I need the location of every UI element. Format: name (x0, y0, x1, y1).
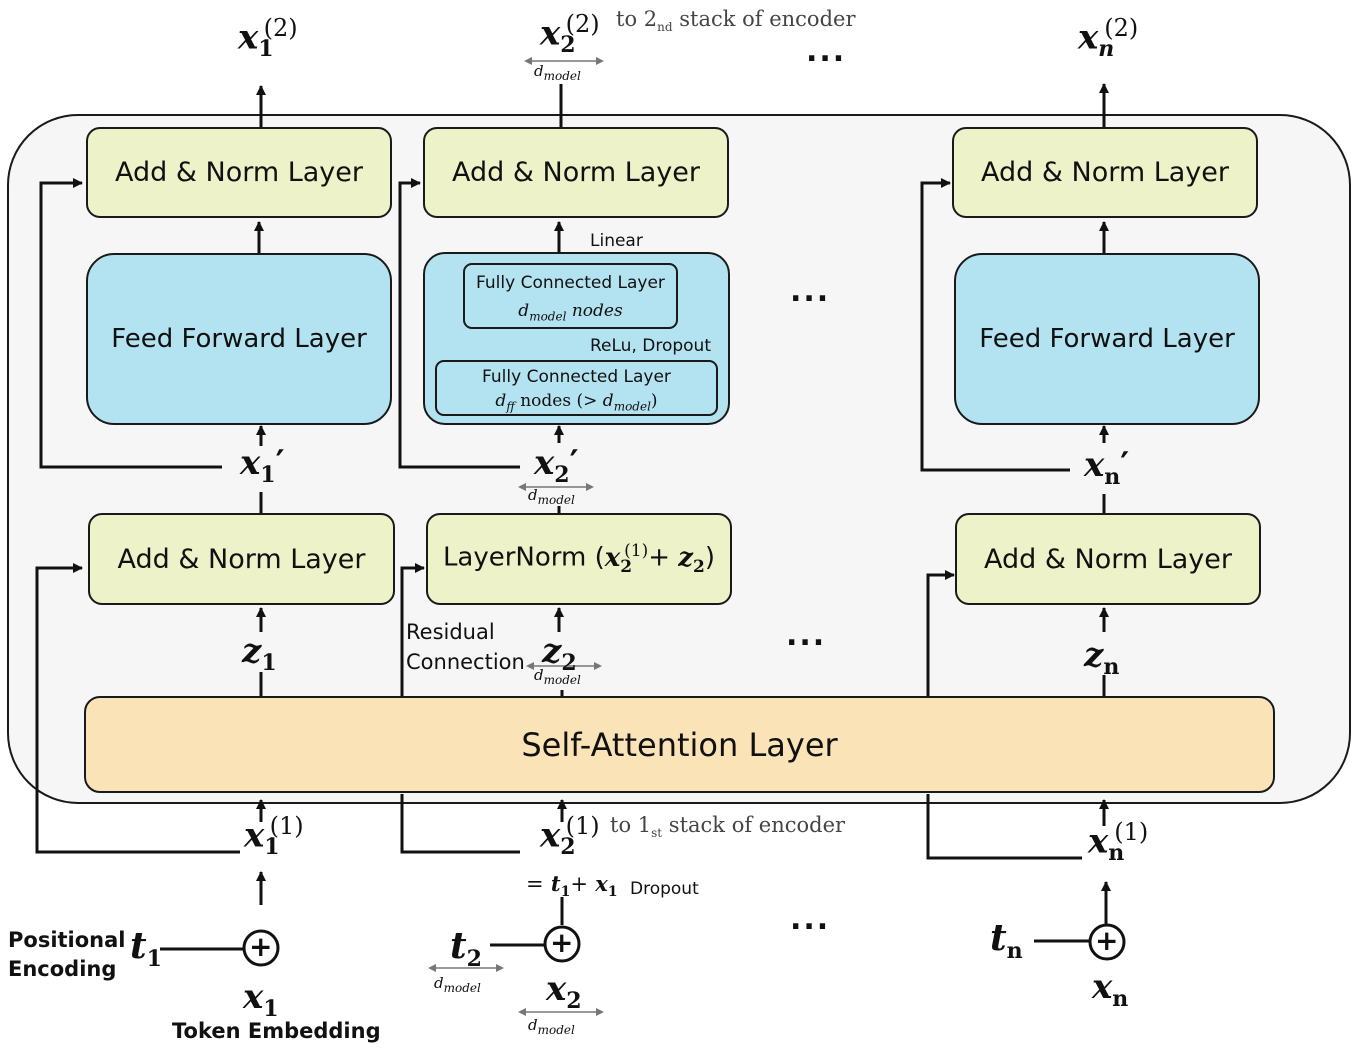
add-norm-mid-n-label: Add & Norm Layer (984, 543, 1232, 575)
token-embedding-label: Token Embedding (172, 1019, 381, 1043)
add-norm-top-1-label: Add & Norm Layer (115, 157, 363, 188)
layernorm-box: LayerNorm (x2(1)+ z2) (426, 513, 732, 605)
add-norm-top-1: Add & Norm Layer (86, 127, 392, 218)
dmodel-x2-embedding: dmodel (528, 1016, 575, 1037)
ellipsis-ff: ... (790, 274, 831, 309)
add-norm-mid-1-label: Add & Norm Layer (117, 543, 366, 575)
dropout-label: Dropout (630, 879, 699, 899)
x1-layer2: x1(2) (238, 14, 298, 63)
fc-bottom-title: Fully Connected Layer (482, 367, 671, 387)
add-norm-mid-1: Add & Norm Layer (88, 513, 395, 605)
fc-top-title: Fully Connected Layer (476, 273, 665, 293)
positional-label: Positional (8, 928, 126, 952)
fully-connected-top: Fully Connected Layer dmodel nodes (463, 263, 678, 329)
feed-forward-1: Feed Forward Layer (86, 253, 392, 425)
xn-embedding: xn (1092, 967, 1129, 1012)
plus-sign-1: + (249, 930, 273, 963)
z2: z2 (542, 631, 577, 676)
x2-embedding: x2 (546, 969, 582, 1014)
dmodel-x2-prime: dmodel (528, 486, 575, 507)
x2-prime: x2′ (534, 443, 579, 488)
x1-prime: x1′ (240, 443, 285, 488)
residual-label: Residual (406, 620, 495, 644)
layernorm-expression: LayerNorm (x2(1)+ z2) (442, 541, 716, 577)
add-norm-top-n: Add & Norm Layer (952, 127, 1258, 218)
to-2nd-stack-label: to 2nd stack of encoder (616, 7, 856, 35)
xn-layer1: xn(1) (1088, 818, 1149, 867)
zn: zn (1084, 635, 1120, 680)
t1: t1 (130, 925, 162, 973)
x2-equals-t1-plus-x1: = t1+ x1 (526, 871, 618, 901)
dmodel-t2: dmodel (434, 974, 481, 995)
to-1st-stack-label: to 1st stack of encoder (610, 813, 846, 841)
z1: z1 (242, 631, 277, 676)
fc-top-size: dmodel nodes (518, 301, 623, 324)
fully-connected-bottom: Fully Connected Layer dff nodes (> dmode… (435, 360, 718, 416)
x1-embedding: x1 (243, 977, 279, 1022)
xn-layer2: xn(2) (1078, 14, 1139, 63)
dmodel-top: dmodel (534, 62, 581, 83)
feed-forward-1-label: Feed Forward Layer (111, 324, 367, 354)
x1-layer1: x1(1) (244, 812, 304, 861)
dmodel-z2: dmodel (534, 666, 581, 687)
linear-label: Linear (590, 231, 643, 251)
positional-add-circles (242, 923, 1126, 967)
add-norm-top-2: Add & Norm Layer (423, 127, 729, 218)
plus-sign-n: + (1095, 924, 1119, 957)
ellipsis-mid: ... (786, 618, 827, 653)
xn-prime: xn′ (1084, 445, 1130, 490)
feed-forward-n-label: Feed Forward Layer (979, 324, 1235, 354)
feed-forward-n: Feed Forward Layer (954, 253, 1260, 425)
encoding-label: Encoding (8, 957, 117, 981)
add-norm-top-n-label: Add & Norm Layer (981, 157, 1229, 188)
t2: t2 (450, 925, 482, 973)
relu-dropout-label: ReLu, Dropout (590, 336, 712, 356)
tn: tn (990, 917, 1023, 965)
connection-label: Connection (406, 650, 525, 674)
plus-sign-2: + (550, 926, 574, 959)
x2-layer2: x2(2) (540, 10, 600, 59)
self-attention-layer: Self-Attention Layer (84, 696, 1275, 793)
add-norm-top-2-label: Add & Norm Layer (452, 157, 700, 188)
add-norm-mid-n: Add & Norm Layer (955, 513, 1261, 605)
ellipsis-top: ... (806, 34, 847, 69)
x2-layer1: x2(1) (540, 812, 600, 861)
self-attention-label: Self-Attention Layer (521, 725, 838, 764)
fc-bottom-size: dff nodes (> dmodel) (495, 391, 658, 414)
ellipsis-bottom: ... (790, 902, 831, 937)
